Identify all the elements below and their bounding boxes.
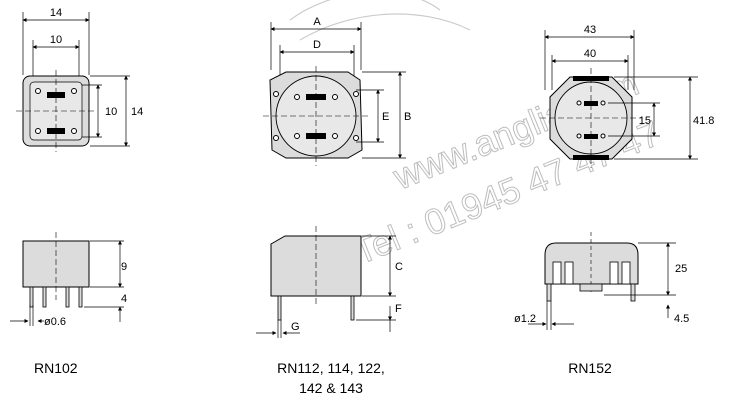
rn102-side-view: 9 4 ø0.6 <box>10 232 127 328</box>
rn102-dim-width-inner: 10 <box>50 34 62 46</box>
rn112-caption-line2: 142 & 143 <box>299 380 363 396</box>
rn112-dim-f: F <box>395 303 402 315</box>
rn152-side-view: 25 4.5 ø1.2 <box>514 232 689 330</box>
rn152-dim-width-inner: 40 <box>584 48 596 60</box>
rn112-side-view: C F G <box>256 226 403 338</box>
rn112-dim-a: A <box>313 16 321 28</box>
rn102-dim-body-height: 9 <box>121 261 127 273</box>
rn152-dim-height-inner: 15 <box>639 115 651 127</box>
rn112-top-view: A D E B <box>263 16 411 166</box>
rn112-dim-c: C <box>395 261 403 273</box>
rn112-dim-b: B <box>404 111 411 123</box>
rn102-top-view: 14 10 10 14 <box>16 7 143 152</box>
rn102-caption: RN102 <box>34 360 78 376</box>
rn152-dim-width-outer: 43 <box>584 24 596 36</box>
rn152-dim-body-height: 25 <box>675 263 687 275</box>
rn152-dim-height-outer: 41.8 <box>693 115 714 127</box>
rn152-top-view: 43 40 15 41.8 <box>540 24 714 168</box>
rn112-caption-line1: RN112, 114, 122, <box>277 360 385 376</box>
rn112-dim-g: G <box>291 321 300 333</box>
rn102-dim-pin-height: 4 <box>121 293 127 305</box>
rn152-dim-pin-diameter: ø1.2 <box>514 313 536 325</box>
rn152-dim-pin-height: 4.5 <box>674 313 689 325</box>
rn102-dim-height-outer: 14 <box>131 106 143 118</box>
rn152-caption: RN152 <box>568 360 612 376</box>
rn102-dim-width-outer: 14 <box>50 7 62 19</box>
rn102-dim-pin-diameter: ø0.6 <box>44 316 66 328</box>
rn112-dim-e: E <box>382 111 389 123</box>
rn112-dim-d: D <box>313 39 321 51</box>
rn102-dim-height-inner: 10 <box>105 106 117 118</box>
